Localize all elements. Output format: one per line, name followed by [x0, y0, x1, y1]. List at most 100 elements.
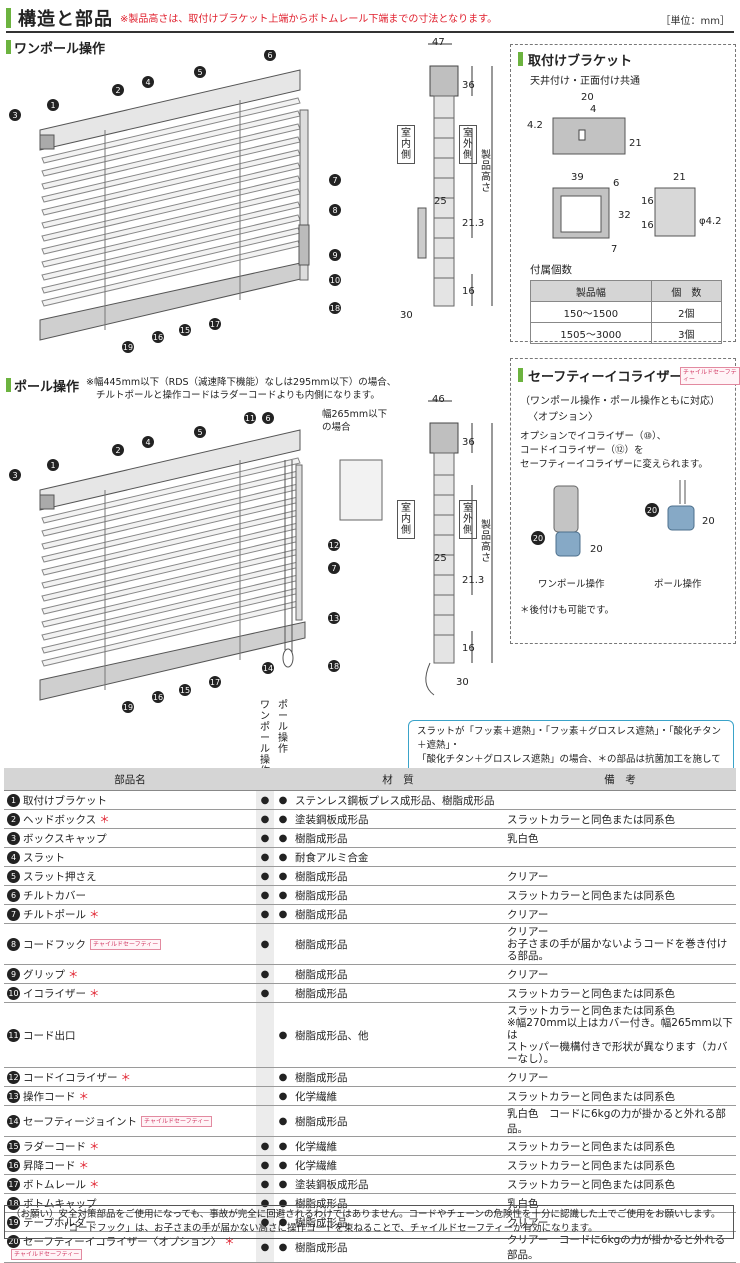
remarks-cell: 乳白色 コードに6kgの力が掛かると外れる部品。 — [504, 1105, 736, 1137]
remarks-cell — [504, 847, 736, 867]
bracket-accent — [518, 52, 523, 66]
part-number-badge: 4 — [7, 851, 20, 864]
count-cell: 2個 — [650, 301, 723, 323]
safety-subtitle-1: （ワンポール操作・ポール操作ともに対応） — [520, 396, 720, 407]
svg-text:30: 30 — [456, 677, 469, 688]
part-name: 昇降コード — [23, 1159, 76, 1172]
label-indoor: 室内側 — [397, 500, 415, 539]
part-name: ヘッドボックス — [23, 813, 97, 826]
child-safety-badge: チャイルドセーフティー — [141, 1116, 213, 1127]
section-title-pole: ポール操作 — [14, 380, 80, 395]
svg-text:14: 14 — [263, 664, 273, 673]
remarks-cell: スラットカラーと同色または同系色 — [504, 1155, 736, 1175]
remarks-text: スラットカラーと同色または同系色 — [507, 1090, 675, 1103]
material-cell: ステンレス鋼板プレス成形品、樹脂成形品 — [292, 790, 504, 810]
antibacterial-mark: ＊ — [78, 1090, 90, 1103]
svg-text:16: 16 — [153, 693, 163, 702]
material-cell: 樹脂成形品 — [292, 1105, 504, 1137]
remarks-text: ストッパー機構付きで形状が異なります（カバーなし）。 — [507, 1041, 728, 1065]
material-cell: 耐食アルミ合金 — [292, 847, 504, 867]
part-name: コード出口 — [23, 1029, 76, 1042]
svg-text:19: 19 — [123, 703, 133, 712]
pole-mark: ● — [274, 809, 292, 829]
one-pole-mark: ● — [256, 983, 274, 1003]
bracket-drawings: 20 4 4.2 21 39 6 32 7 21 16 16 φ4.2 — [527, 92, 722, 255]
svg-text:5: 5 — [197, 68, 202, 77]
part-name: ボトムキャップ — [23, 1197, 97, 1210]
svg-text:30: 30 — [400, 310, 413, 321]
svg-text:20: 20 — [533, 534, 543, 543]
part-number-badge: 13 — [7, 1090, 20, 1103]
svg-text:18: 18 — [329, 662, 339, 671]
unit-label: ［単位：mm］ — [660, 16, 730, 27]
svg-text:4: 4 — [590, 104, 596, 115]
one-pole-mark: ● — [256, 1193, 274, 1213]
part-number-badge: 6 — [7, 889, 20, 902]
svg-text:10: 10 — [330, 276, 340, 285]
footer-line-1: （お願い）安全対策部品をご使用になっても、事故が完全に回避されるわけではありませ… — [11, 1209, 721, 1220]
one-pole-blind-diagram: 1 2 3 4 5 6 7 8 9 10 18 17 15 16 19 — [9, 50, 341, 353]
part-number-badge: 9 — [7, 968, 20, 981]
material-cell: 化学繊維 — [292, 1136, 504, 1156]
part-name: スラット押さえ — [23, 870, 97, 883]
remarks-cell: クリアーお子さまの手が届かないようコードを巻き付ける部品。 — [504, 923, 736, 965]
svg-text:4: 4 — [145, 78, 150, 87]
material-cell: 樹脂成形品 — [292, 904, 504, 924]
svg-text:12: 12 — [329, 541, 339, 550]
col-header-remarks: 備 考 — [504, 768, 736, 791]
label-indoor: 室内側 — [397, 125, 415, 164]
pole-mark — [274, 964, 292, 984]
remarks-text: クリアー — [507, 968, 549, 981]
material-cell: 塗装鋼板成形品 — [292, 1174, 504, 1194]
one-pole-mark: ● — [256, 1136, 274, 1156]
remarks-text: お子さまの手が届かないようコードを巻き付ける部品。 — [507, 938, 728, 962]
part-name: ラダーコード — [23, 1140, 86, 1153]
svg-text:16: 16 — [462, 286, 475, 297]
remarks-cell: クリアー — [504, 1212, 736, 1232]
material-cell: 樹脂成形品 — [292, 828, 504, 848]
one-pole-mark: ● — [256, 1155, 274, 1175]
svg-text:6: 6 — [613, 178, 619, 189]
svg-text:9: 9 — [332, 251, 337, 260]
antibacterial-mark: ＊ — [78, 1159, 90, 1172]
safety-panel — [510, 358, 736, 644]
remarks-cell: 乳白色 — [504, 1193, 736, 1213]
pole-mark — [274, 983, 292, 1003]
safety-title: セーフティーイコライザー — [528, 370, 683, 385]
one-pole-mark: ● — [256, 866, 274, 886]
remarks-cell: スラットカラーと同色または同系色 — [504, 1136, 736, 1156]
pole-mark: ● — [274, 904, 292, 924]
part-name: ボックスキャップ — [23, 832, 107, 845]
part-number-badge: 15 — [7, 1140, 20, 1153]
dim-width: 47 — [432, 38, 445, 48]
child-safety-badge: チャイルドセーフティー — [680, 367, 740, 385]
svg-text:32: 32 — [618, 210, 631, 221]
svg-text:18: 18 — [330, 304, 340, 313]
remarks-text: クリアー — [507, 1071, 549, 1084]
remarks-cell — [504, 790, 736, 810]
header-rule — [6, 31, 734, 33]
remarks-text: クリアー — [507, 926, 549, 938]
svg-text:1: 1 — [50, 461, 55, 470]
remarks-text: 乳白色 — [507, 832, 539, 845]
remarks-cell: クリアー — [504, 1067, 736, 1087]
svg-text:20: 20 — [702, 516, 715, 527]
pole-mark: ● — [274, 828, 292, 848]
count-cell: 150～1500 — [530, 301, 652, 323]
section-title-one-pole: ワンポール操作 — [14, 42, 106, 57]
label-height: 製品高さ — [481, 520, 491, 564]
pole-mark — [274, 923, 292, 965]
